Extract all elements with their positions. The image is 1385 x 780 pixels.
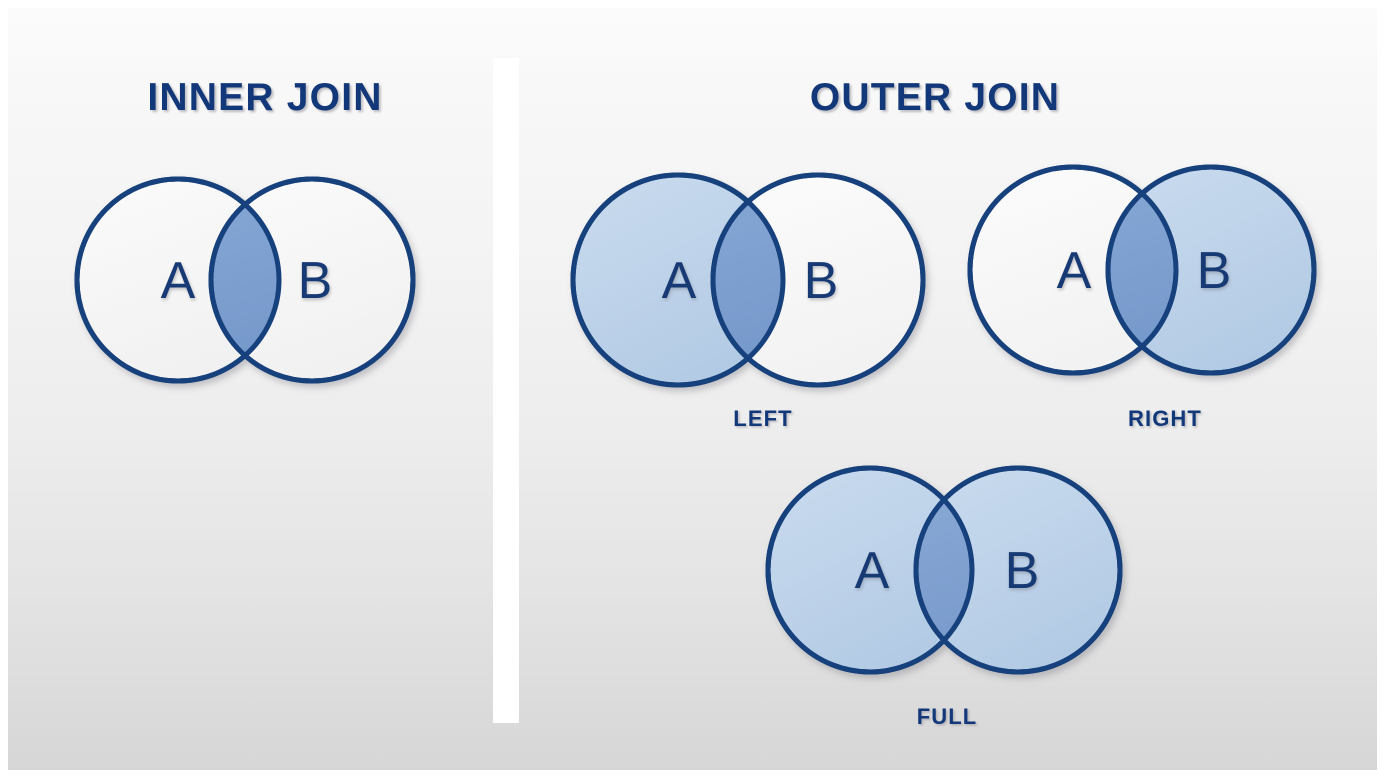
venn-label-a: A <box>662 252 697 310</box>
venn-label-b: B <box>804 252 839 310</box>
venn-intersection-lens <box>211 179 279 381</box>
venn-label-a: A <box>1057 242 1092 300</box>
venn-label-a: A <box>855 542 890 600</box>
section-divider <box>493 58 519 723</box>
venn-label-a: A <box>161 252 196 310</box>
venn-label-b: B <box>1197 242 1232 300</box>
venn-diagram-inner-join: A B <box>66 170 436 390</box>
inner-join-title: INNER JOIN <box>147 76 383 119</box>
venn-label-b: B <box>1005 542 1040 600</box>
venn-label-b: B <box>298 252 333 310</box>
venn-diagram-full-join: A B <box>760 460 1140 690</box>
venn-caption-full: FULL <box>916 704 978 729</box>
outer-join-title: OUTER JOIN <box>809 76 1061 119</box>
venn-diagram-left-join: A B <box>566 168 946 398</box>
venn-diagram-right-join: A B <box>967 160 1348 390</box>
venn-caption-left: LEFT <box>733 406 793 431</box>
venn-caption-right: RIGHT <box>1128 406 1202 431</box>
slide-background <box>8 8 1377 770</box>
venn-intersection-lens <box>713 175 783 385</box>
